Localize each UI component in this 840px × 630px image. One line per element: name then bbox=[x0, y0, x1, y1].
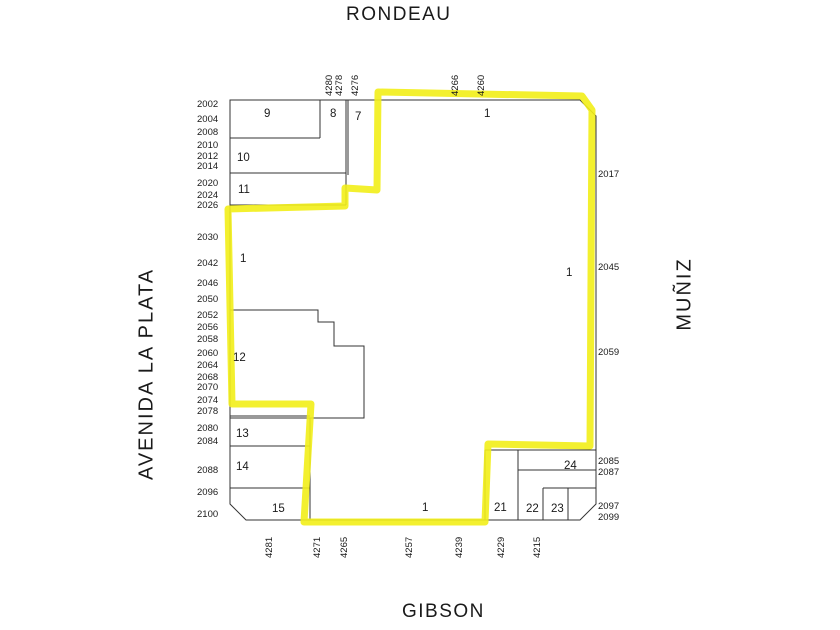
lot-number: 1 bbox=[484, 108, 490, 120]
lot-number: 24 bbox=[564, 460, 577, 472]
lot-number: 15 bbox=[272, 503, 285, 515]
address-number: 2004 bbox=[197, 114, 218, 125]
top-address-numbers: 4280 4278 4276 4266 4260 bbox=[324, 75, 487, 96]
lot-number: 1 bbox=[422, 502, 428, 514]
address-number: 2017 bbox=[598, 169, 619, 180]
highlighted-parcel bbox=[224, 88, 596, 526]
address-number: 4229 bbox=[496, 537, 507, 558]
lot-number: 23 bbox=[551, 503, 564, 515]
address-number: 4260 bbox=[476, 75, 487, 96]
address-number: 4276 bbox=[350, 75, 361, 96]
address-number: 4271 bbox=[312, 537, 323, 558]
address-number: 2058 bbox=[197, 334, 218, 345]
address-number: 2014 bbox=[197, 161, 218, 172]
address-number: 2045 bbox=[598, 262, 619, 273]
address-number: 4239 bbox=[454, 537, 465, 558]
address-number: 4265 bbox=[339, 537, 350, 558]
street-label-rondeau: RONDEAU bbox=[346, 4, 452, 25]
right-address-numbers: 2017 2045 2059 2085 2087 2097 2099 bbox=[598, 169, 619, 523]
address-number: 4280 bbox=[324, 75, 335, 96]
address-number: 2002 bbox=[197, 99, 218, 110]
lot-lines-northwest bbox=[230, 100, 349, 206]
address-number: 2059 bbox=[598, 347, 619, 358]
lot-number: 22 bbox=[526, 503, 539, 515]
address-number: 2010 bbox=[197, 140, 218, 151]
address-number: 4281 bbox=[264, 537, 275, 558]
lot-number: 1 bbox=[240, 253, 246, 265]
address-number: 2099 bbox=[598, 512, 619, 523]
address-number: 2100 bbox=[197, 509, 218, 520]
bottom-address-numbers: 4281 4271 4265 4257 4239 4229 4215 bbox=[264, 537, 543, 558]
lot-number: 10 bbox=[237, 152, 250, 164]
address-number: 2088 bbox=[197, 465, 218, 476]
address-number: 4266 bbox=[450, 75, 461, 96]
address-number: 2026 bbox=[197, 200, 218, 211]
address-number: 2042 bbox=[197, 258, 218, 269]
address-number: 2074 bbox=[197, 395, 218, 406]
address-number: 2080 bbox=[197, 423, 218, 434]
address-number: 4278 bbox=[334, 75, 345, 96]
address-number: 2024 bbox=[197, 190, 218, 201]
address-number: 2012 bbox=[197, 151, 218, 162]
lot-numbers: 9 8 7 10 11 1 1 1 1 12 13 14 15 21 22 23… bbox=[233, 108, 577, 515]
lot-number: 9 bbox=[264, 108, 270, 120]
address-number: 2087 bbox=[598, 467, 619, 478]
lot-number: 7 bbox=[355, 111, 361, 123]
lot-number: 13 bbox=[236, 428, 249, 440]
street-label-gibson: GIBSON bbox=[402, 601, 485, 622]
address-number: 2070 bbox=[197, 382, 218, 393]
address-number: 2084 bbox=[197, 436, 218, 447]
address-number: 4257 bbox=[404, 537, 415, 558]
lot-number: 21 bbox=[494, 502, 507, 514]
address-number: 2064 bbox=[197, 360, 218, 371]
address-number: 2030 bbox=[197, 232, 218, 243]
left-address-numbers: 2002 2004 2008 2010 2012 2014 2020 2024 … bbox=[197, 99, 218, 520]
lot-number: 1 bbox=[566, 267, 572, 279]
address-number: 4215 bbox=[532, 537, 543, 558]
address-number: 2085 bbox=[598, 456, 619, 467]
lot-number: 8 bbox=[330, 108, 336, 120]
address-number: 2060 bbox=[197, 348, 218, 359]
address-number: 2068 bbox=[197, 372, 218, 383]
lot-12-outline bbox=[230, 309, 365, 419]
address-number: 2050 bbox=[197, 294, 218, 305]
address-number: 2020 bbox=[197, 178, 218, 189]
address-number: 2056 bbox=[197, 322, 218, 333]
address-number: 2046 bbox=[197, 278, 218, 289]
address-number: 2052 bbox=[197, 310, 218, 321]
address-number: 2008 bbox=[197, 127, 218, 138]
lot-lines-southwest bbox=[230, 415, 311, 520]
address-number: 2096 bbox=[197, 487, 218, 498]
lot-number: 12 bbox=[233, 352, 246, 364]
lot-number: 14 bbox=[236, 461, 249, 473]
address-number: 2078 bbox=[197, 406, 218, 417]
address-number: 2097 bbox=[598, 501, 619, 512]
lot-number: 11 bbox=[238, 184, 250, 196]
